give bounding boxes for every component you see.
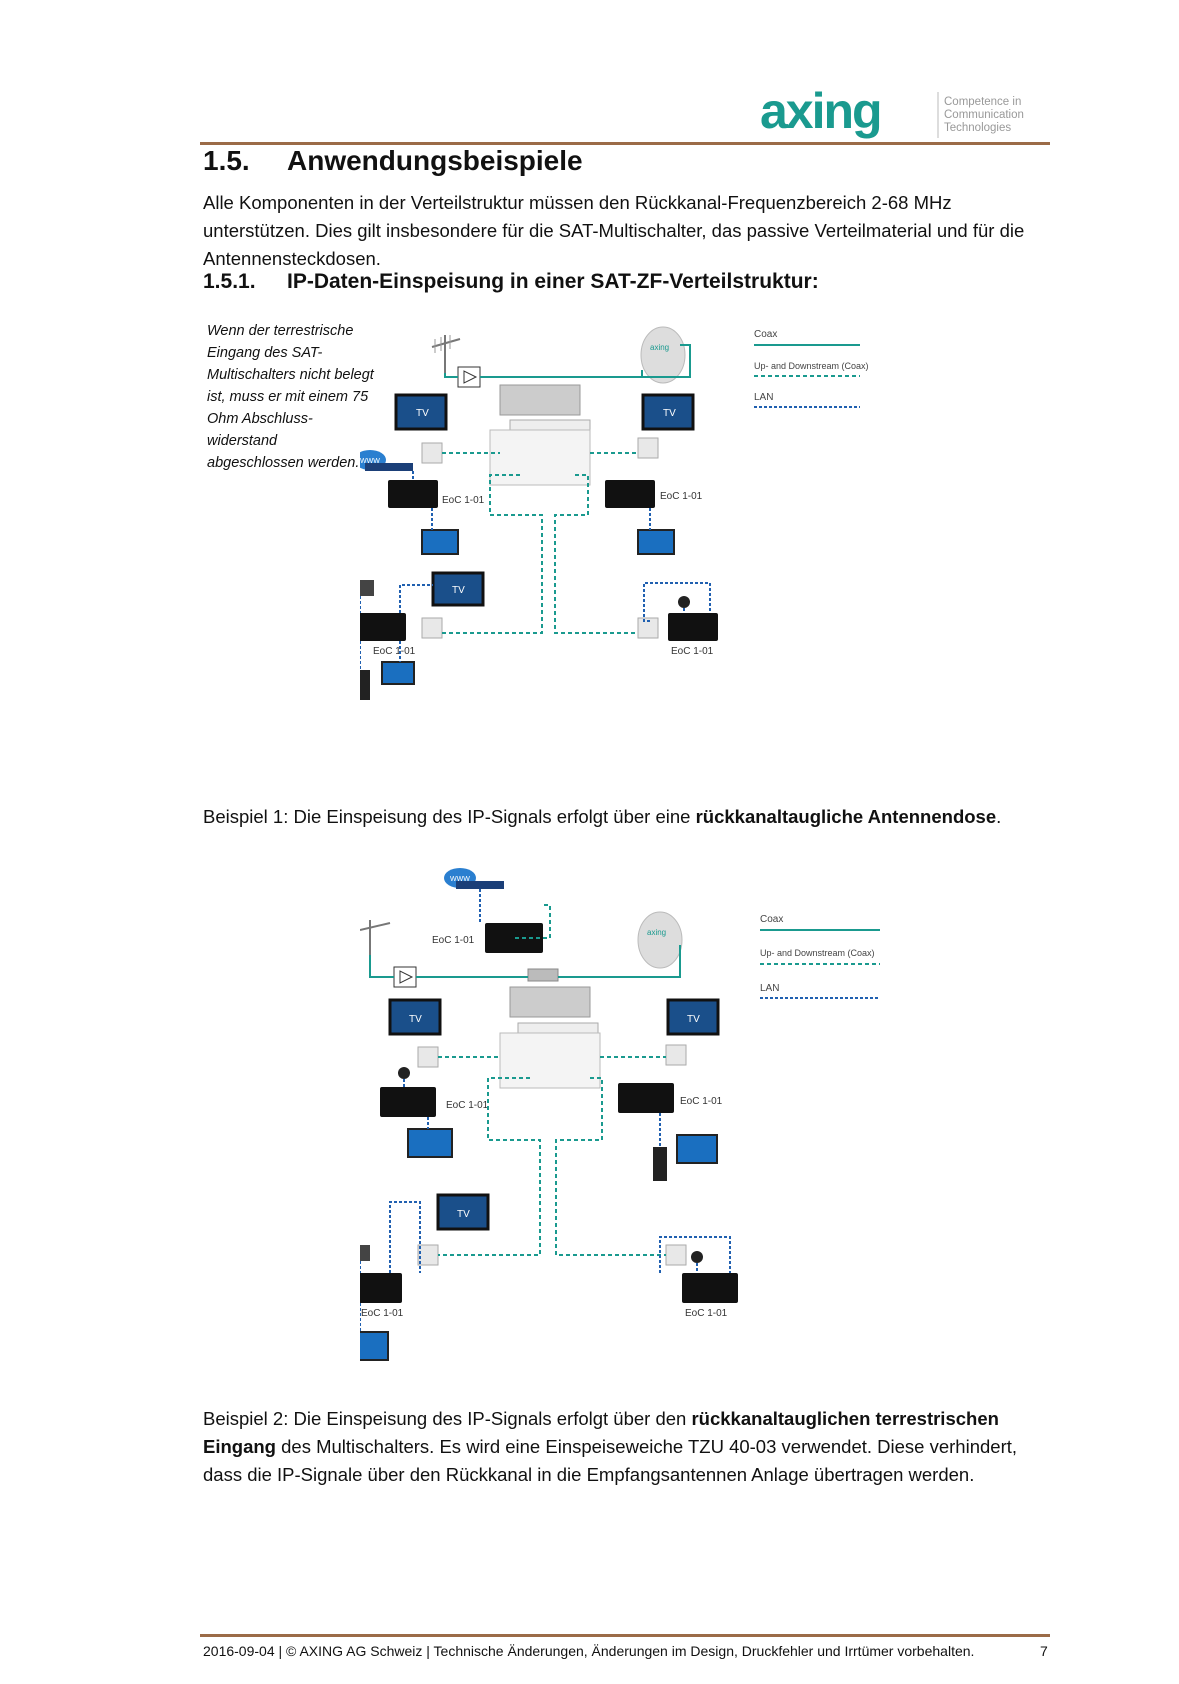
laptop-icon bbox=[421, 529, 459, 555]
eoc-label: EoC 1-01 bbox=[685, 1308, 728, 1319]
pc-tower-icon bbox=[653, 1147, 667, 1181]
example-1-bold: rückkanaltaugliche Antennendose bbox=[695, 806, 997, 827]
webcam-icon bbox=[398, 1067, 410, 1079]
monitor-icon bbox=[676, 1134, 718, 1164]
eoc-modem-icon bbox=[485, 923, 543, 953]
section-heading: 1.5. Anwendungsbeispiele bbox=[203, 145, 583, 177]
eoc-label: EoC 1-01 bbox=[680, 1096, 723, 1107]
legend-lan-label: LAN bbox=[760, 983, 779, 994]
laptop-icon bbox=[407, 1128, 453, 1158]
diagram-example-1: Coax Up- and Downstream (Coax) LAN axing… bbox=[350, 325, 880, 760]
eoc-modem-icon bbox=[618, 1083, 674, 1113]
tv-label: TV bbox=[457, 1209, 470, 1220]
amplifier-icon bbox=[399, 970, 414, 984]
feed-diplexer-icon bbox=[527, 968, 559, 982]
webcam-icon bbox=[678, 596, 690, 608]
router-icon bbox=[365, 463, 413, 471]
tv-label: TV bbox=[409, 1014, 422, 1025]
antenna-outlet-icon bbox=[421, 442, 443, 464]
eoc-label: EoC 1-01 bbox=[442, 495, 485, 506]
legend-coax-label: Coax bbox=[754, 329, 777, 340]
tagline-3: Technologies bbox=[944, 122, 1011, 134]
example-2-bold: rückkanaltauglichen terrestrischen Einga… bbox=[203, 1408, 999, 1457]
tagline-2: Communication bbox=[944, 109, 1024, 121]
terrestrial-antenna-icon bbox=[359, 920, 391, 960]
dish-brand: axing bbox=[647, 928, 666, 937]
amplifier-icon bbox=[463, 370, 478, 384]
tv-icon-bottom-left: TV bbox=[431, 571, 485, 607]
eoc-modem-icon bbox=[388, 480, 438, 508]
antenna-outlet-icon bbox=[421, 617, 443, 639]
monitor-icon bbox=[381, 661, 415, 685]
eoc-modem-icon bbox=[682, 1273, 738, 1303]
satellite-dish-icon bbox=[637, 911, 683, 969]
pc-tower-icon bbox=[356, 670, 370, 700]
antenna-outlet-icon bbox=[637, 617, 659, 639]
terrestrial-antenna-icon bbox=[431, 335, 461, 375]
legend-lan-label: LAN bbox=[754, 392, 773, 403]
legend-updown-label: Up- and Downstream (Coax) bbox=[754, 361, 869, 371]
router-icon bbox=[456, 881, 504, 889]
page-number: 7 bbox=[1040, 1643, 1048, 1659]
eoc-label: EoC 1-01 bbox=[432, 935, 475, 946]
www-label: WWW bbox=[450, 876, 470, 883]
eoc-label: EoC 1-01 bbox=[671, 646, 714, 657]
tv-icon bbox=[388, 998, 442, 1036]
laptop-icon bbox=[637, 529, 675, 555]
example-1-prefix: Beispiel 1: Die Einspeisung des IP-Signa… bbox=[203, 806, 696, 827]
laptop-icon bbox=[343, 1331, 389, 1361]
tv-icon bbox=[666, 998, 720, 1036]
eoc-modem-icon bbox=[605, 480, 655, 508]
multiswitch-icon bbox=[489, 384, 591, 486]
multiswitch-icon bbox=[499, 986, 601, 1089]
eoc-modem-icon bbox=[346, 1273, 402, 1303]
tv-label: TV bbox=[663, 408, 676, 419]
subsection-number: 1.5.1. bbox=[203, 270, 256, 293]
intro-paragraph: Alle Komponenten in der Verteilstruktur … bbox=[203, 192, 1025, 269]
dish-brand: axing bbox=[650, 343, 669, 352]
section-title: Anwendungsbeispiele bbox=[287, 145, 583, 176]
eoc-label: EoC 1-01 bbox=[660, 491, 703, 502]
tv-label: TV bbox=[687, 1014, 700, 1025]
example-2-prefix: Beispiel 2: Die Einspeisung des IP-Signa… bbox=[203, 1408, 692, 1429]
eoc-modem-icon bbox=[380, 1087, 436, 1117]
axing-logo: axing Competence in Communication Techno… bbox=[760, 83, 1050, 144]
eoc-label: EoC 1-01 bbox=[446, 1100, 489, 1111]
termination-note: Wenn der terrestrische Eingang des SAT-M… bbox=[207, 323, 374, 471]
legend-coax-label: Coax bbox=[760, 914, 783, 925]
tagline-1: Competence in bbox=[944, 96, 1021, 108]
eoc-modem-icon bbox=[668, 613, 718, 641]
tv-icon-right-top: TV bbox=[641, 393, 695, 431]
eoc-label: EoC 1-01 bbox=[361, 1308, 404, 1319]
section-number: 1.5. bbox=[203, 145, 250, 176]
tv-icon bbox=[436, 1193, 490, 1231]
satellite-dish-icon: axing bbox=[640, 326, 686, 384]
tv-label: TV bbox=[416, 408, 429, 419]
logo-wordmark: axing bbox=[760, 88, 881, 139]
antenna-outlet-icon bbox=[665, 1044, 687, 1066]
eoc-label: EoC 1-01 bbox=[373, 646, 416, 657]
printer-icon bbox=[350, 580, 374, 596]
antenna-outlet-icon bbox=[665, 1244, 687, 1266]
diagram-example-2: Coax Up- and Downstream (Coax) LAN WWW E… bbox=[342, 865, 900, 1370]
footer-text: 2016-09-04 | © AXING AG Schweiz | Techni… bbox=[203, 1643, 975, 1659]
antenna-outlet-icon bbox=[637, 437, 659, 459]
subsection-title: IP-Daten-Einspeisung in einer SAT-ZF-Ver… bbox=[287, 270, 819, 293]
example-2-caption: Beispiel 2: Die Einspeisung des IP-Signa… bbox=[203, 1405, 1053, 1489]
example-2-suffix: des Multischalters. Es wird eine Einspei… bbox=[203, 1436, 1018, 1485]
legend-updown-label: Up- and Downstream (Coax) bbox=[760, 948, 875, 958]
tv-label: TV bbox=[452, 585, 465, 596]
subsection-heading: 1.5.1. IP-Daten-Einspeisung in einer SAT-… bbox=[203, 270, 819, 294]
tv-icon-left-top: TV bbox=[394, 393, 448, 431]
printer-icon bbox=[342, 1245, 370, 1261]
webcam-icon bbox=[691, 1251, 703, 1263]
example-1-suffix: . bbox=[996, 806, 1002, 827]
header-rule bbox=[200, 142, 1050, 145]
antenna-outlet-icon bbox=[417, 1046, 439, 1068]
eoc-modem-icon bbox=[356, 613, 406, 641]
example-1-caption: Beispiel 1: Die Einspeisung des IP-Signa… bbox=[203, 803, 1053, 831]
www-label: WWW bbox=[360, 458, 380, 465]
footer-rule bbox=[200, 1634, 1050, 1637]
